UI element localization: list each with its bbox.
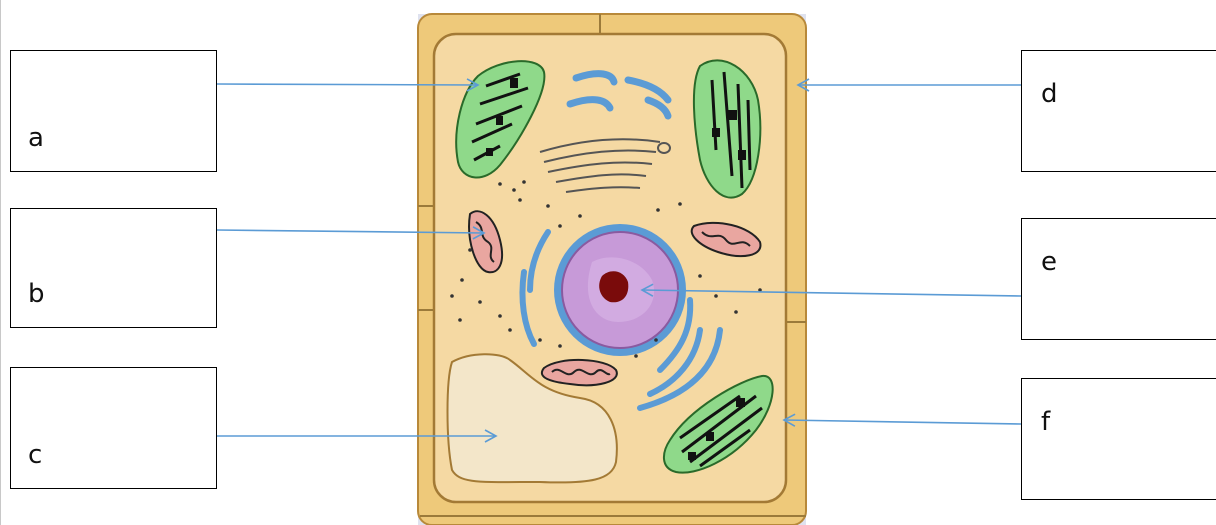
arrow-f — [784, 420, 1021, 424]
label-letter-c: c — [28, 442, 42, 468]
label-letter-e: e — [1041, 249, 1057, 275]
label-letter-b: b — [28, 281, 45, 307]
label-box-d[interactable]: d — [1021, 50, 1216, 172]
label-letter-a: a — [28, 125, 44, 151]
label-box-f[interactable]: f — [1021, 378, 1216, 500]
arrow-a — [217, 84, 478, 85]
label-box-a[interactable]: a — [10, 50, 217, 172]
label-letter-f: f — [1041, 409, 1050, 435]
mitochondrion-bottom — [542, 360, 617, 385]
label-letter-d: d — [1041, 81, 1058, 107]
label-box-c[interactable]: c — [10, 367, 217, 489]
label-box-b[interactable]: b — [10, 208, 217, 328]
label-box-e[interactable]: e — [1021, 218, 1216, 340]
